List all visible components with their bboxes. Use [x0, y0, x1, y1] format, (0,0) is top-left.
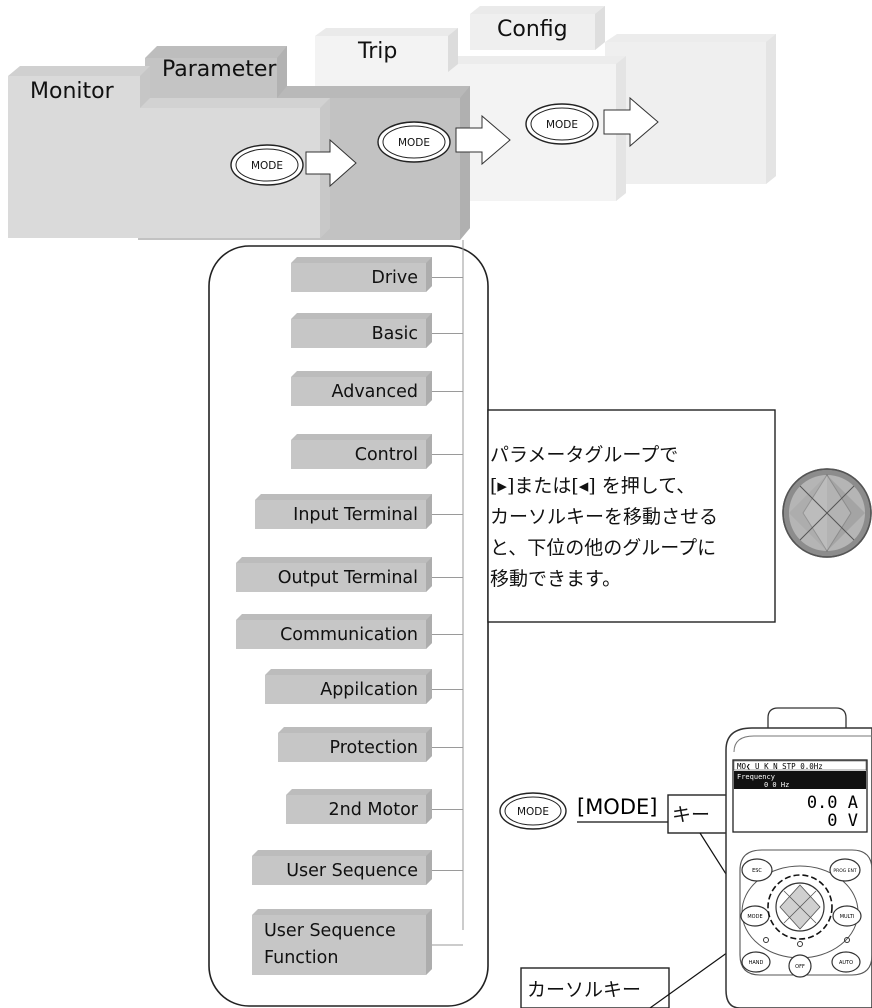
arrow-right-2 — [455, 114, 511, 166]
keypad-esc-button[interactable]: ESC — [741, 858, 773, 882]
svg-text:AUTO: AUTO — [839, 960, 853, 966]
keypad-device: MO❮ U K N STP 0.0Hz Frequency 0 0 Hz 0.0… — [725, 707, 872, 1008]
keypad-multi-button[interactable]: MULTI — [832, 905, 862, 927]
mode-key-caption: [MODE] — [577, 795, 657, 819]
svg-text:MODE: MODE — [747, 914, 762, 920]
parameter-group-frame — [208, 245, 489, 1007]
note-line-1: パラメータグループで — [490, 444, 678, 466]
mode-key-2[interactable]: MODE — [377, 121, 451, 163]
parameter-group-item[interactable]: 2nd Motor — [286, 789, 463, 824]
svg-text:MODE: MODE — [251, 160, 283, 172]
cursor-key-icon[interactable] — [782, 468, 872, 558]
svg-text:MODE: MODE — [398, 137, 430, 149]
parameter-group-label: Input Terminal — [293, 505, 418, 525]
svg-text:OFF: OFF — [795, 964, 805, 970]
tab-parameter[interactable]: Parameter — [162, 57, 277, 82]
keypad-auto-button[interactable]: AUTO — [831, 951, 861, 973]
lcd-freq-scale: 0 0 Hz — [764, 781, 789, 789]
parameter-group-item[interactable]: Drive — [291, 257, 463, 292]
parameter-group-item[interactable]: User Sequence — [252, 850, 463, 885]
parameter-group-label: Drive — [371, 268, 418, 288]
parameter-group-item[interactable]: Communication — [236, 614, 463, 649]
parameter-group-label: User Sequence — [264, 921, 396, 941]
parameter-group-label: User Sequence — [286, 861, 418, 881]
note-line-5: 移動できます。 — [490, 568, 621, 590]
cursor-key-caption: カーソルキー — [527, 979, 641, 1001]
tab-trip[interactable]: Trip — [357, 39, 397, 64]
svg-text:HAND: HAND — [749, 960, 764, 966]
note-box — [487, 409, 776, 623]
arrow-right-3 — [603, 96, 659, 148]
svg-text:PROG ENT: PROG ENT — [833, 868, 857, 874]
svg-text:ESC: ESC — [752, 868, 762, 874]
keypad-mode-button[interactable]: MODE — [740, 905, 770, 927]
parameter-group-label: Communication — [280, 625, 418, 645]
parameter-group-label: Control — [355, 445, 418, 465]
tab-config[interactable]: Config — [497, 17, 568, 42]
parameter-group-item[interactable]: Protection — [278, 727, 463, 762]
keypad-hand-button[interactable]: HAND — [741, 951, 771, 973]
keypad-cursor-key[interactable] — [767, 874, 833, 940]
parameter-group-item[interactable]: Advanced — [291, 371, 463, 406]
lcd-amps: 0.0 A — [807, 793, 858, 813]
lcd-volts: 0 V — [827, 811, 858, 831]
keypad-prog-ent-button[interactable]: PROG ENT — [829, 858, 861, 882]
parameter-group-label: Appilcation — [320, 680, 418, 700]
tab-monitor[interactable]: Monitor — [30, 79, 115, 104]
note-line-2: [▸]または[◂] を押して、 — [490, 475, 695, 497]
parameter-group-label: Protection — [329, 738, 418, 758]
keypad-off-button[interactable]: OFF — [788, 954, 812, 978]
note-line-3: カーソルキーを移動させる — [490, 506, 718, 528]
parameter-group-label: Basic — [372, 324, 418, 344]
svg-text:MODE: MODE — [546, 119, 578, 131]
parameter-group-item[interactable]: Input Terminal — [255, 494, 463, 529]
mode-key-3[interactable]: MODE — [525, 103, 599, 145]
key-suffix: キー — [672, 804, 710, 826]
parameter-group-item[interactable]: Control — [291, 434, 463, 469]
parameter-group-item[interactable]: Output Terminal — [236, 557, 463, 592]
parameter-group-label: Output Terminal — [278, 568, 418, 588]
svg-text:MODE: MODE — [517, 806, 549, 818]
mode-key-legend[interactable]: MODE — [499, 792, 567, 830]
parameter-group-item[interactable]: Basic — [291, 313, 463, 348]
arrow-right-1 — [305, 138, 357, 188]
lcd-freq-label: Frequency — [737, 773, 775, 781]
mode-key-1[interactable]: MODE — [230, 144, 304, 186]
parameter-group-label: Advanced — [332, 382, 418, 402]
note-line-4: と、下位の他のグループに — [490, 537, 716, 559]
svg-text:MULTI: MULTI — [840, 914, 855, 920]
lcd-status-line: MO❮ U K N STP 0.0Hz — [737, 762, 823, 771]
monitor-panel — [8, 66, 330, 238]
cursor-key-label-box — [520, 967, 670, 1008]
parameter-group-label: 2nd Motor — [329, 800, 419, 820]
parameter-group-item[interactable]: Appilcation — [265, 669, 463, 704]
parameter-group-label-line2: Function — [264, 948, 338, 968]
